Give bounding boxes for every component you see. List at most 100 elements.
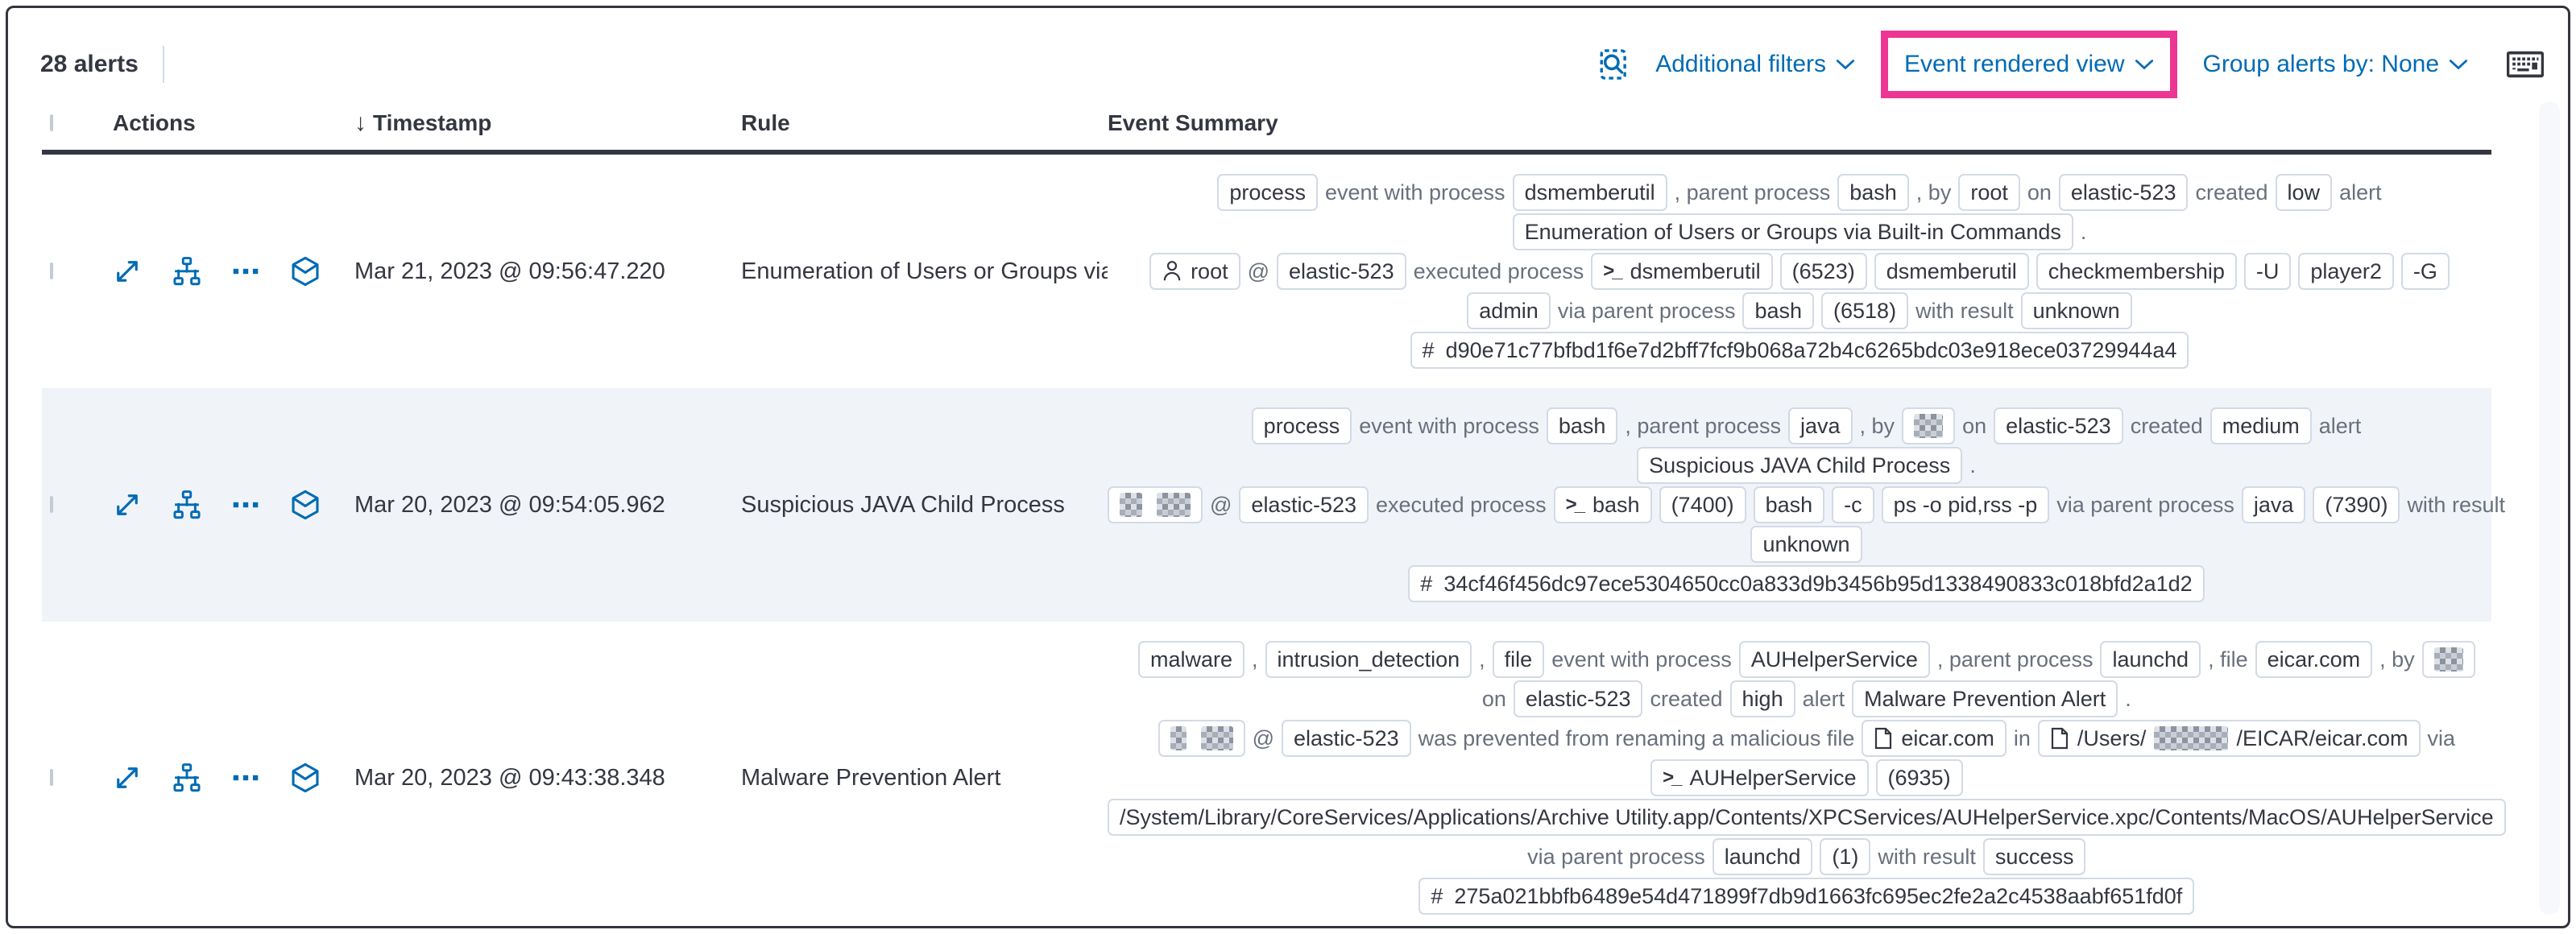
alert-count: 28 alerts [40, 51, 139, 77]
column-header-event-summary: Event Summary [1108, 110, 1278, 135]
summary-badge[interactable]: /System/Library/CoreServices/Application… [1108, 799, 2506, 836]
row-checkbox[interactable] [50, 769, 53, 786]
more-actions-icon[interactable] [232, 491, 259, 519]
summary-badge[interactable]: dsmemberutil [1874, 253, 2029, 290]
badge-text: (6935) [1887, 765, 1951, 790]
summary-badge[interactable]: #275a021bbfb6489e54d471899f7db9d1663fc69… [1418, 878, 2195, 915]
summary-text: , parent process [1674, 180, 1831, 205]
column-header-rule[interactable]: Rule [741, 110, 790, 135]
summary-badge[interactable]: elastic-523 [1277, 253, 1406, 290]
analyze-event-icon[interactable] [172, 490, 201, 519]
investigate-in-timeline-icon[interactable] [290, 490, 321, 520]
summary-badge[interactable]: #d90e71c77bfbd1f6e7d2bff7fcf9b068a72b4c6… [1410, 332, 2189, 369]
expand-icon[interactable] [113, 763, 142, 792]
summary-text: @ [1210, 492, 1232, 517]
summary-badge[interactable]: ps -o pid,rss -p [1881, 486, 2050, 523]
column-header-timestamp[interactable]: ↓ Timestamp [354, 110, 492, 136]
additional-filters-button[interactable]: Additional filters [1655, 51, 1855, 78]
summary-badge[interactable]: (7400) [1659, 486, 1746, 523]
expand-icon[interactable] [113, 257, 142, 286]
summary-badge[interactable]: launchd [1712, 838, 1813, 875]
investigate-in-timeline-icon[interactable] [290, 762, 321, 793]
summary-badge[interactable]: process [1217, 174, 1318, 211]
summary-badge[interactable]: -G [2400, 253, 2450, 290]
group-alerts-by-button[interactable]: Group alerts by: None [2203, 51, 2468, 78]
summary-text: , parent process [1625, 413, 1781, 438]
rule-cell: Malware Prevention Alert [741, 764, 1001, 791]
summary-badge[interactable]: unknown [2020, 292, 2132, 329]
summary-badge[interactable]: -U [2243, 253, 2292, 290]
row-checkbox[interactable] [50, 262, 53, 279]
summary-badge[interactable]: Enumeration of Users or Groups via Built… [1512, 213, 2073, 250]
summary-badge[interactable]: bash [1837, 174, 1909, 211]
more-actions-icon[interactable] [232, 258, 259, 285]
summary-badge[interactable]: admin [1467, 292, 1551, 329]
summary-badge[interactable]: >_dsmemberutil [1591, 253, 1773, 290]
badge-text: process [1229, 180, 1306, 205]
summary-badge[interactable]: bash [1753, 486, 1825, 523]
summary-badge[interactable]: success [1982, 838, 2086, 875]
summary-badge[interactable]: elastic-523 [1513, 680, 1643, 717]
inspect-icon[interactable] [1597, 48, 1631, 81]
summary-text: alert [2318, 413, 2362, 438]
summary-badge[interactable]: elastic-523 [1239, 486, 1369, 523]
summary-badge[interactable]: bash [1546, 407, 1618, 444]
more-actions-icon[interactable] [232, 764, 259, 791]
summary-text: event with process [1324, 180, 1505, 205]
rule-cell: Suspicious JAVA Child Process [741, 491, 1065, 518]
summary-badge[interactable]: (6523) [1779, 253, 1867, 290]
summary-badge[interactable]: low [2275, 174, 2333, 211]
select-all-checkbox[interactable] [50, 114, 53, 131]
summary-badge[interactable]: medium [2209, 407, 2312, 444]
analyze-event-icon[interactable] [172, 257, 201, 286]
summary-badge[interactable]: Malware Prevention Alert [1852, 680, 2118, 717]
summary-badge[interactable]: >_AUHelperService [1650, 759, 1869, 796]
summary-badge[interactable]: launchd [2100, 641, 2201, 678]
summary-badge[interactable]: high [1729, 680, 1795, 717]
summary-badge[interactable] [2421, 641, 2475, 678]
summary-badge[interactable]: eicar.com [2255, 641, 2373, 678]
summary-badge[interactable]: malware [1137, 641, 1245, 678]
summary-badge[interactable] [1902, 407, 1956, 444]
redacted-value [2154, 726, 2229, 750]
summary-badge[interactable]: root [1958, 174, 2020, 211]
vertical-scrollbar[interactable] [2539, 101, 2560, 915]
summary-badge[interactable]: bash [1742, 292, 1815, 329]
summary-badge[interactable]: java [2241, 486, 2306, 523]
expand-icon[interactable] [113, 490, 142, 519]
summary-badge[interactable]: unknown [1750, 526, 1862, 563]
summary-text: with result [1878, 844, 1976, 869]
summary-badge[interactable]: -c [1832, 486, 1874, 523]
summary-badge[interactable]: checkmembership [2036, 253, 2237, 290]
summary-badge[interactable]: (6518) [1821, 292, 1909, 329]
summary-badge[interactable]: (1) [1820, 838, 1871, 875]
summary-badge[interactable]: elastic-523 [2058, 174, 2189, 211]
summary-badge[interactable]: >_bash [1553, 486, 1652, 523]
summary-badge[interactable]: java [1788, 407, 1853, 444]
summary-badge[interactable]: AUHelperService [1738, 641, 1930, 678]
summary-badge[interactable]: intrusion_detection [1265, 641, 1472, 678]
summary-badge[interactable]: root [1149, 253, 1240, 290]
row-checkbox[interactable] [50, 496, 53, 513]
investigate-in-timeline-icon[interactable] [290, 256, 321, 287]
summary-badge[interactable] [1158, 720, 1245, 757]
summary-badge[interactable] [1108, 486, 1203, 523]
keyboard-shortcuts-icon[interactable] [2507, 50, 2544, 79]
summary-badge[interactable]: Suspicious JAVA Child Process [1637, 447, 1963, 484]
summary-badge[interactable]: (6935) [1875, 759, 1963, 796]
view-selector-button[interactable]: Event rendered view [1904, 51, 2154, 78]
analyze-event-icon[interactable] [172, 763, 201, 792]
summary-badge[interactable]: player2 [2298, 253, 2394, 290]
summary-badge[interactable]: file [1492, 641, 1545, 678]
summary-badge[interactable]: #34cf46f456dc97ece5304650cc0a833d9b3456b… [1408, 565, 2205, 602]
summary-badge[interactable]: (7390) [2313, 486, 2400, 523]
summary-badge[interactable]: elastic-523 [1994, 407, 2123, 444]
summary-badge[interactable]: dsmemberutil [1512, 174, 1667, 211]
summary-badge[interactable]: elastic-523 [1282, 720, 1411, 757]
summary-badge[interactable]: eicar.com [1862, 720, 2007, 757]
summary-badge[interactable]: process [1251, 407, 1352, 444]
summary-badge[interactable]: /Users//EICAR/eicar.com [2037, 720, 2421, 757]
